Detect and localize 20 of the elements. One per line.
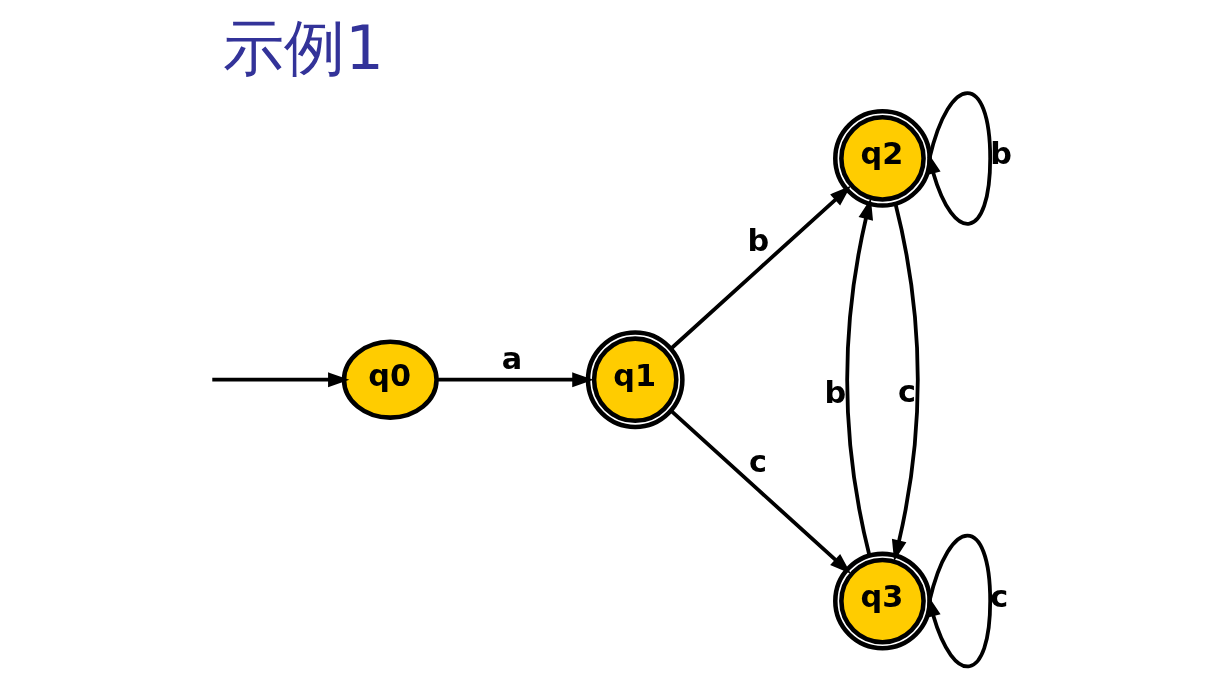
arrow [891,203,920,562]
arrow [926,534,993,668]
arrow [436,372,594,388]
edge-label: c [748,444,767,480]
node-circle: q2 [833,108,932,208]
diagram-title: 示例1 [223,12,384,83]
edge-label: b [990,136,1012,172]
edge-label: c [898,374,917,410]
arrow [212,372,350,388]
edge-label: a [501,341,523,377]
edge-label: b [824,374,847,410]
arrow [926,91,993,226]
node-circle: q3 [833,551,932,651]
arrow [669,185,851,350]
node-circle: q1 [585,330,685,430]
node-ellipse: q0 [341,339,439,420]
arrow [845,198,874,557]
edge-label: b [747,222,770,258]
edge-label: c [990,579,1009,615]
arrow [669,409,851,574]
